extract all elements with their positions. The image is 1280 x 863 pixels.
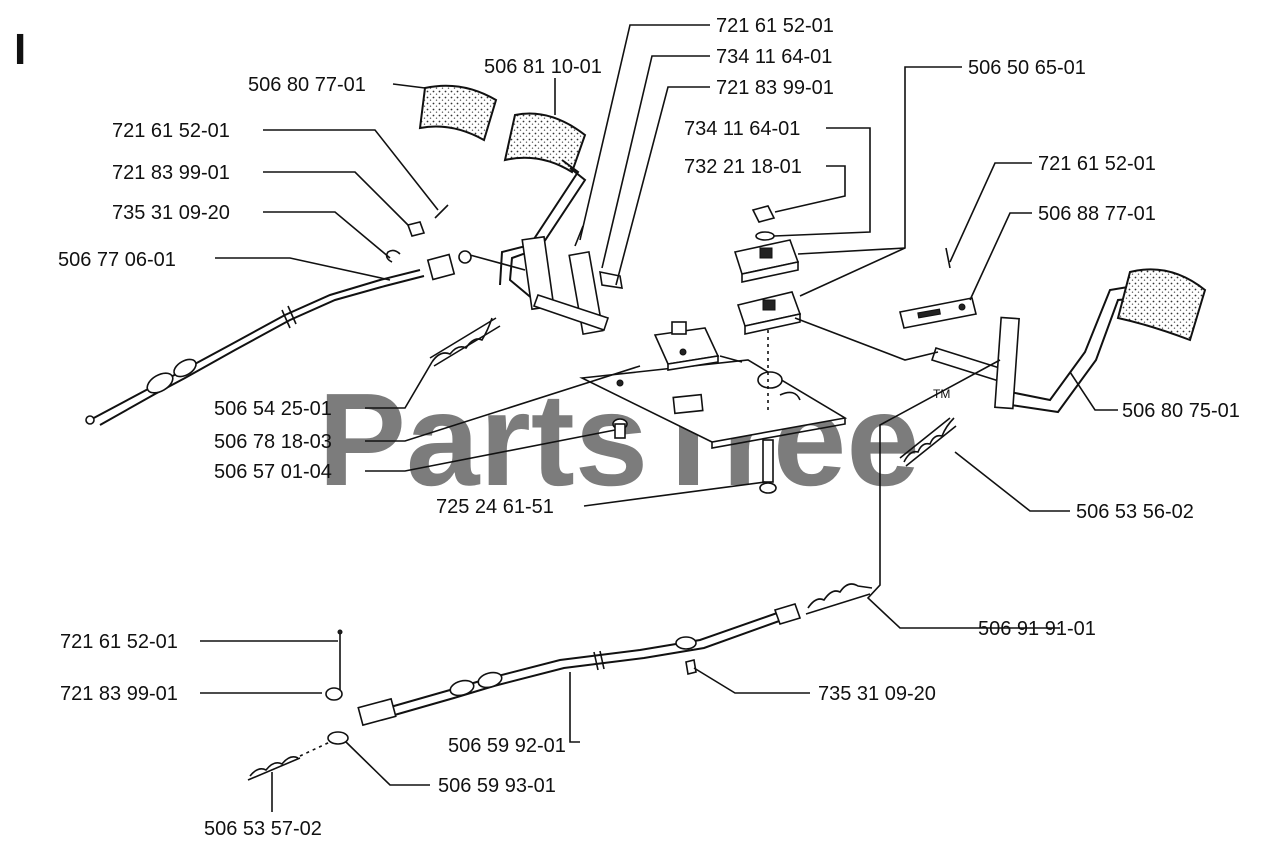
parts-artwork (85, 84, 1207, 781)
spring-right (899, 417, 957, 467)
spring-center (429, 317, 501, 367)
callout-label: 721 61 52-01 (60, 631, 178, 653)
callout-label: 721 61 52-01 (112, 120, 230, 142)
callout-label: 506 50 65-01 (968, 57, 1086, 79)
callout-label: 506 59 93-01 (438, 775, 556, 797)
pedal-bracket-right (994, 316, 1020, 410)
pedal-pad-left (503, 112, 587, 174)
callout-label: 506 78 18-03 (214, 431, 332, 453)
callout-label: 721 61 52-01 (716, 15, 834, 37)
callout-label: 506 80 77-01 (248, 74, 366, 96)
pedal-pad-left-rubber (418, 84, 498, 142)
pedal-shaft (532, 293, 610, 332)
callout-label: 735 31 09-20 (112, 202, 230, 224)
cable-end-block-upper (426, 253, 456, 281)
callout-label: 735 31 09-20 (818, 683, 936, 705)
callout-label: 506 54 25-01 (214, 398, 332, 420)
callout-label: 506 81 10-01 (484, 56, 602, 78)
callout-label: 506 57 01-04 (214, 461, 332, 483)
callout-label: 732 21 18-01 (684, 156, 802, 178)
pedal-pad-right (1116, 268, 1207, 342)
clamp-block-lower (736, 291, 802, 335)
callout-label: 721 61 52-01 (1038, 153, 1156, 175)
callout-label: 506 53 57-02 (204, 818, 322, 840)
cable-upper (85, 269, 425, 426)
callout-label: 721 83 99-01 (60, 683, 178, 705)
callout-label: 734 11 64-01 (716, 46, 832, 68)
callout-label: 506 59 92-01 (448, 735, 566, 757)
callout-labels: 721 61 52-01 734 11 64-01 721 83 99-01 5… (58, 15, 1240, 840)
cable-lower (357, 603, 802, 727)
link-plate-right (899, 297, 977, 329)
clevis-pin-lower (325, 687, 343, 701)
trademark-mark: TM (933, 387, 950, 401)
switch-block (653, 321, 720, 371)
screw-left (612, 418, 628, 439)
leader-lines (200, 24, 1118, 812)
callout-label: 506 91 91-01 (978, 618, 1096, 640)
callout-label: 734 11 64-01 (684, 118, 800, 140)
spring-lower-right (805, 583, 873, 615)
clamp-block-upper (733, 239, 800, 283)
callout-label: 506 77 06-01 (58, 249, 176, 271)
section-label: I (14, 25, 26, 74)
nut-stack (751, 205, 776, 241)
callout-label: 721 83 99-01 (112, 162, 230, 184)
callout-label: 506 88 77-01 (1038, 203, 1156, 225)
callout-label: 725 24 61-51 (436, 496, 554, 518)
sleeve-lower (327, 731, 349, 745)
callout-label: 506 53 56-02 (1076, 501, 1194, 523)
spring-lower-left (247, 741, 331, 781)
callout-label: 506 80 75-01 (1122, 400, 1240, 422)
callout-label: 721 83 99-01 (716, 77, 834, 99)
bolt-center (759, 439, 777, 494)
